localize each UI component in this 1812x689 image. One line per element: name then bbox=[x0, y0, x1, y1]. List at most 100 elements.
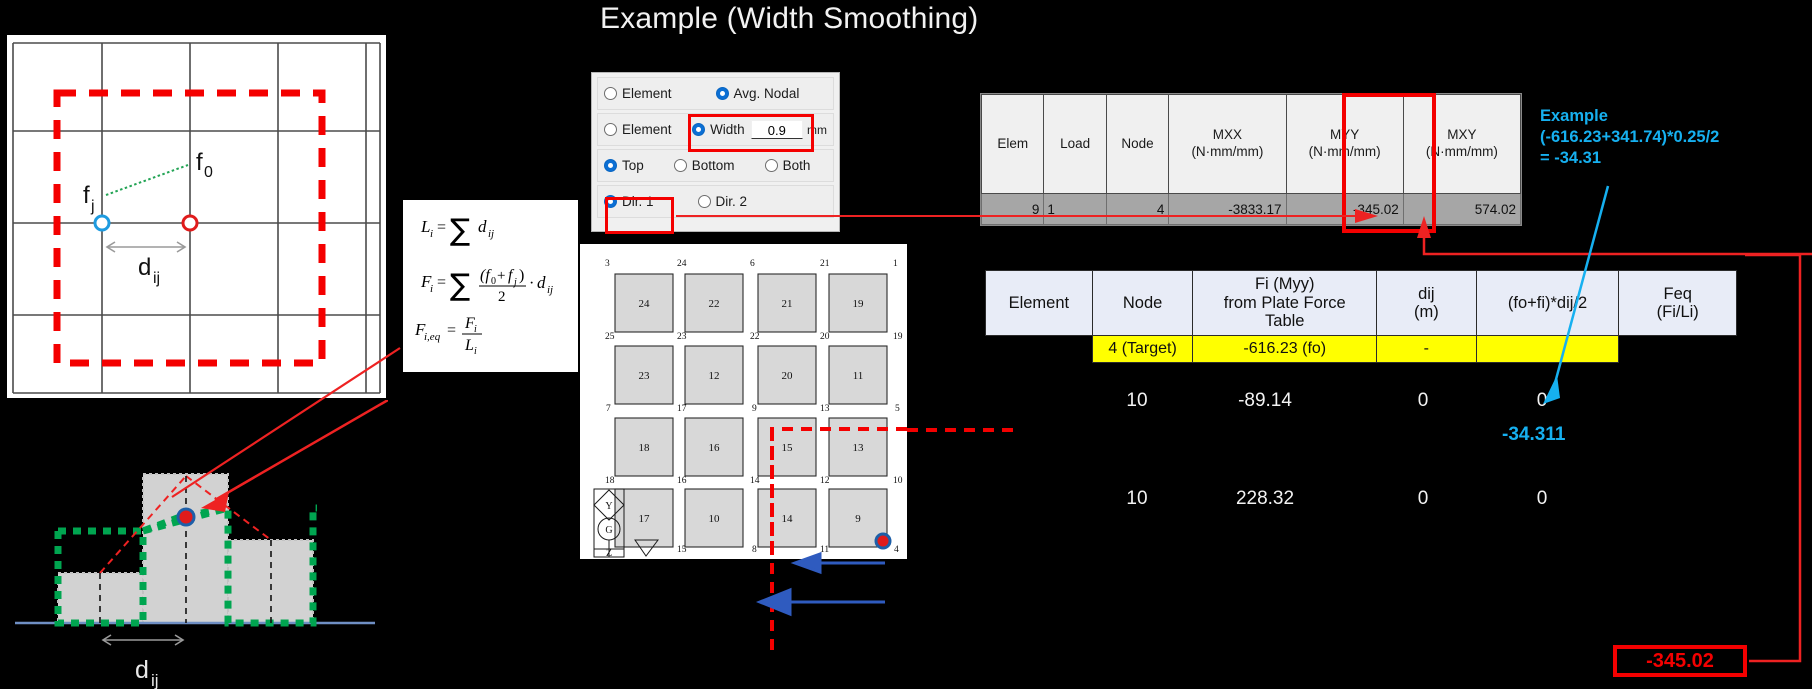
svg-text:17: 17 bbox=[639, 513, 651, 525]
formula-1-lhs: L bbox=[420, 217, 430, 236]
mesh-node-11: 11 bbox=[820, 545, 829, 555]
fe-cell-elem[interactable]: 9 bbox=[980, 193, 1045, 225]
dialog-row-direction[interactable]: Dir. 1 Dir. 2 bbox=[597, 185, 834, 218]
mesh-node-24: 24 bbox=[677, 259, 687, 269]
radio-dot-avg-nodal[interactable] bbox=[715, 87, 729, 100]
page-title: Example (Width Smoothing) bbox=[600, 2, 979, 35]
plate-force-table[interactable]: Elem Load Node MXX (N·mm/mm) MYY (N·mm/m… bbox=[980, 93, 1522, 226]
radio-dot-element-1[interactable] bbox=[604, 87, 617, 100]
fe-cell-mxx[interactable]: -3833.17 bbox=[1168, 193, 1287, 225]
radio-dir-2[interactable]: Dir. 2 bbox=[697, 194, 747, 209]
calc-row2-element: 10 bbox=[1126, 488, 1148, 509]
fe-col-node[interactable]: Node bbox=[1105, 94, 1170, 194]
mesh-node-17: 17 bbox=[677, 404, 687, 414]
svg-text:·: · bbox=[529, 275, 534, 292]
fe-cell-mxy[interactable]: 574.02 bbox=[1402, 193, 1522, 225]
mesh-node-12: 12 bbox=[820, 476, 830, 486]
fe-table-header-row: Elem Load Node MXX (N·mm/mm) MYY (N·mm/m… bbox=[980, 94, 1522, 194]
calc-col-node: Node bbox=[1091, 270, 1194, 336]
cyan-example-line1: Example bbox=[1540, 107, 1608, 125]
mesh-selection-path bbox=[770, 427, 907, 559]
target-node-marker bbox=[181, 214, 199, 232]
radio-label-width: Width bbox=[710, 122, 745, 137]
width-smoothing-bar-diagram: d ij bbox=[5, 400, 388, 689]
mesh-node-1: 1 bbox=[893, 259, 898, 269]
red-output-box: -345.02 bbox=[1613, 645, 1747, 677]
svg-text:12: 12 bbox=[709, 370, 720, 382]
calc-row1-product: 0 bbox=[1536, 390, 1548, 411]
dialog-row-avg-mode[interactable]: Element Avg. Nodal bbox=[597, 77, 834, 110]
dialog-row-width[interactable]: Element Width 0.9 mm bbox=[597, 113, 834, 146]
svg-text:22: 22 bbox=[709, 298, 720, 310]
svg-text:24: 24 bbox=[639, 298, 651, 310]
mesh-node-6: 6 bbox=[750, 259, 755, 269]
width-input[interactable]: 0.9 bbox=[750, 120, 803, 139]
calc-cell-feq-target bbox=[1618, 335, 1737, 363]
svg-text:L: L bbox=[464, 337, 474, 354]
fe-col-mxx[interactable]: MXX (N·mm/mm) bbox=[1168, 94, 1287, 194]
svg-text:∑: ∑ bbox=[450, 213, 470, 248]
mesh-node-18b: 18 bbox=[605, 476, 615, 486]
svg-text:Z: Z bbox=[606, 548, 612, 559]
radio-element-1[interactable]: Element bbox=[604, 86, 672, 101]
fe-col-mxy[interactable]: MXY (N·mm/mm) bbox=[1402, 94, 1522, 194]
radio-bottom[interactable]: Bottom bbox=[673, 158, 735, 173]
smoothed-value-marker bbox=[176, 507, 196, 527]
formula-panel: L i = ∑ d ij F i = ∑ (f 0 + f j ) 2 · d … bbox=[403, 200, 578, 372]
svg-text:i: i bbox=[430, 283, 433, 295]
radio-top[interactable]: Top bbox=[604, 158, 644, 173]
node-axes bbox=[99, 476, 272, 623]
svg-text:21: 21 bbox=[782, 298, 793, 310]
dij-dimension-line bbox=[105, 241, 187, 253]
radio-label-both: Both bbox=[782, 158, 811, 173]
radio-label-avg-nodal: Avg. Nodal bbox=[733, 86, 800, 101]
svg-text:∑: ∑ bbox=[450, 268, 470, 303]
smoothing-calculation-table[interactable]: Element Node Fi (Myy) from Plate Force T… bbox=[985, 270, 1737, 363]
cyan-example-line2: (-616.23+341.74)*0.25/2 bbox=[1540, 128, 1720, 147]
svg-text:11: 11 bbox=[853, 370, 864, 382]
calc-row1-dij: 0 bbox=[1417, 390, 1429, 411]
fe-cell-load[interactable]: 1 bbox=[1043, 193, 1107, 225]
cyan-result-value: -34.311 bbox=[1502, 424, 1566, 445]
radio-label-top: Top bbox=[622, 158, 644, 173]
label-fj-sub: j bbox=[90, 198, 95, 215]
mesh-node-15b: 15 bbox=[677, 545, 687, 555]
dialog-row-surface[interactable]: Top Bottom Both bbox=[597, 149, 834, 182]
radio-label-element-2: Element bbox=[622, 122, 672, 137]
radio-dot-width[interactable] bbox=[692, 123, 706, 136]
mesh-node-14b: 14 bbox=[750, 476, 760, 486]
svg-text:(f: (f bbox=[480, 267, 492, 284]
radio-both[interactable]: Both bbox=[764, 158, 811, 173]
calc-row2-product: 0 bbox=[1536, 488, 1548, 509]
radio-dot-both[interactable] bbox=[764, 159, 778, 172]
svg-text:f: f bbox=[508, 267, 515, 284]
fe-cell-node[interactable]: 4 bbox=[1105, 193, 1170, 225]
mesh-node-4: 4 bbox=[894, 545, 899, 555]
svg-text:16: 16 bbox=[709, 442, 721, 454]
radio-dot-element-2[interactable] bbox=[604, 123, 617, 136]
svg-text:i: i bbox=[474, 346, 477, 357]
mesh-node-10: 10 bbox=[893, 476, 903, 486]
selection-box bbox=[53, 89, 326, 367]
mesh-node-16b: 16 bbox=[677, 476, 687, 486]
label-dij-sub: ij bbox=[153, 270, 160, 287]
radio-element-2[interactable]: Element bbox=[604, 122, 672, 137]
calc-col-feq: Feq (Fi/Li) bbox=[1618, 270, 1737, 336]
radio-width[interactable]: Width bbox=[692, 122, 745, 137]
dij-dimension bbox=[101, 634, 185, 646]
svg-text:i: i bbox=[474, 324, 477, 335]
mesh-node-7: 7 bbox=[606, 404, 611, 414]
radio-label-bottom: Bottom bbox=[691, 158, 735, 173]
radio-dot-bottom[interactable] bbox=[673, 159, 687, 172]
width-smoothing-dialog[interactable]: Element Avg. Nodal Element Width 0.9 mm … bbox=[591, 72, 840, 232]
calc-row2-dij: 0 bbox=[1417, 488, 1429, 509]
bars-label-dij-sub: ij bbox=[151, 671, 159, 689]
mesh-node-9: 9 bbox=[752, 404, 757, 414]
radio-dot-dir-2[interactable] bbox=[697, 195, 711, 208]
mesh-node-8: 8 bbox=[752, 545, 757, 555]
radio-avg-nodal[interactable]: Avg. Nodal bbox=[715, 86, 800, 101]
radio-dot-top[interactable] bbox=[604, 159, 617, 172]
fe-col-load[interactable]: Load bbox=[1043, 94, 1107, 194]
fe-col-elem[interactable]: Elem bbox=[980, 94, 1045, 194]
svg-text:ij: ij bbox=[488, 228, 494, 240]
